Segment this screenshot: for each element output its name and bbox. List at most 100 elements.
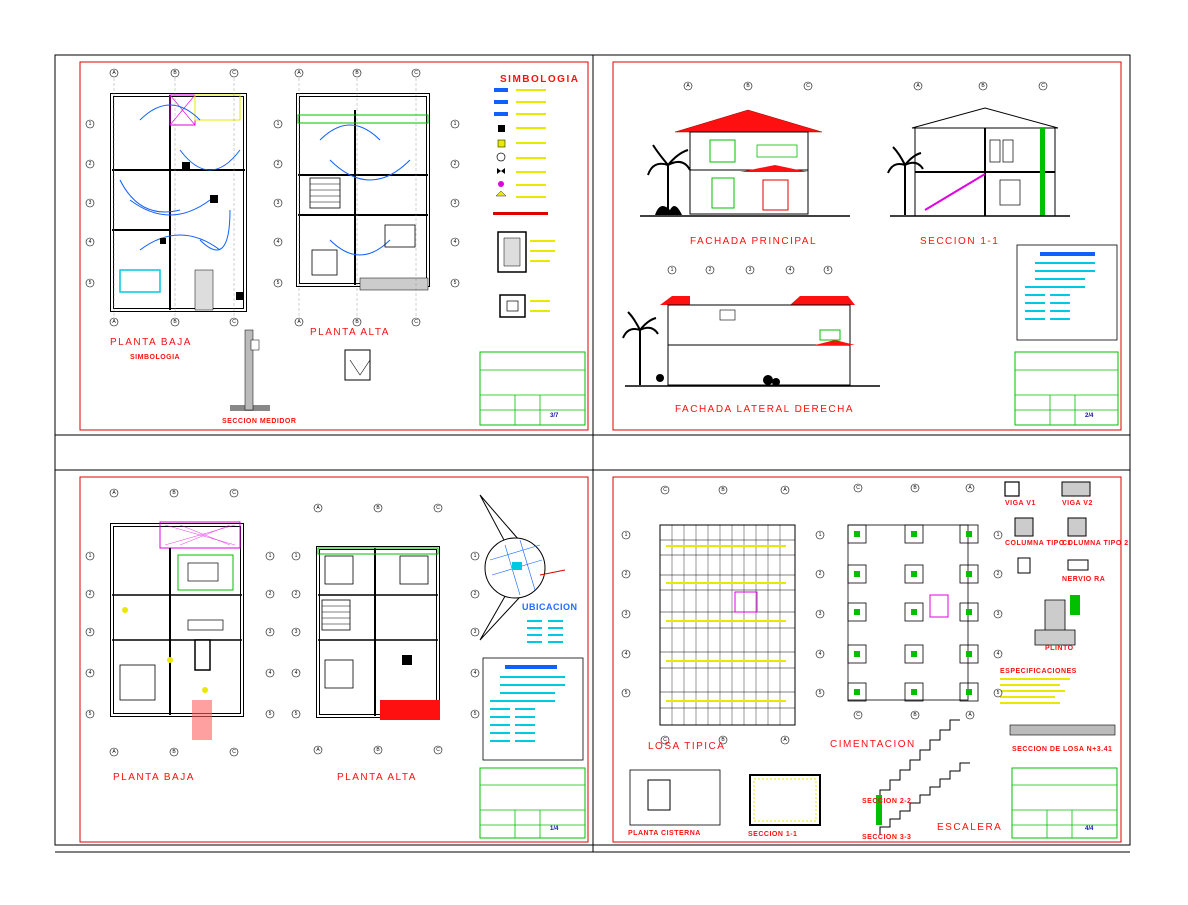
grid-row-label: 4 <box>88 670 92 676</box>
grid-col-label: B <box>913 485 917 491</box>
seccion-1-1-elevation-title: SECCION 1-1 <box>920 236 1000 247</box>
grid-col-label: A <box>783 487 787 493</box>
grid-row-label: 2 <box>88 591 92 597</box>
elevations-panel <box>622 81 1119 426</box>
grid-row-label: 2 <box>453 161 457 167</box>
grid-col-label: B <box>173 70 177 76</box>
seccion-3-3-title: SECCION 3-3 <box>862 834 912 841</box>
planta-baja-title: PLANTA BAJA <box>113 772 195 783</box>
grid-row-label: 4 <box>624 651 628 657</box>
symbology-list <box>494 88 546 198</box>
sheet-number-floorplans: 1/4 <box>550 826 559 832</box>
grid-row-label: 3 <box>88 200 92 206</box>
title-block-floorplans <box>479 767 586 839</box>
grid-col-label: A <box>112 749 116 755</box>
grid-row-label: 1 <box>996 532 1000 538</box>
grid-col-label: B <box>981 83 985 89</box>
grid-col-label: C <box>232 70 236 76</box>
seccion-losa-title: SECCION DE LOSA N+3.41 <box>1012 746 1113 753</box>
grid-col-label: A <box>316 505 320 511</box>
grid-row-label: 1 <box>453 121 457 127</box>
grid-row-label: 4 <box>818 651 822 657</box>
grid-row-label: 3 <box>453 200 457 206</box>
grid-col-label: C <box>436 505 440 511</box>
seccion-medidor-title: SECCION MEDIDOR <box>222 418 297 425</box>
grid-row-label: 5 <box>268 711 272 717</box>
sheet-border-electrical <box>79 61 589 431</box>
grid-col-label: C <box>856 712 860 718</box>
grid-row-label: 5 <box>88 711 92 717</box>
grid-row-label: 3 <box>473 629 477 635</box>
grid-col-label: A <box>112 319 116 325</box>
sheet-number-elevations: 2/4 <box>1085 413 1094 419</box>
grid-row-label: 5 <box>473 711 477 717</box>
grid-row-label: 1 <box>276 121 280 127</box>
grid-col-label: B <box>355 319 359 325</box>
grid-col-label: B <box>746 83 750 89</box>
symbology-title: SIMBOLOGIA <box>500 74 580 85</box>
grid-row-label: 2 <box>818 571 822 577</box>
legend-box-elevations <box>1016 244 1118 341</box>
grid-col-label: 3 <box>748 267 752 273</box>
grid-col-label: A <box>316 747 320 753</box>
grid-row-label: 5 <box>276 280 280 286</box>
grid-col-label: C <box>856 485 860 491</box>
grid-row-label: 2 <box>996 571 1000 577</box>
grid-col-label: A <box>968 485 972 491</box>
grid-row-label: 1 <box>268 553 272 559</box>
grid-row-label: 5 <box>818 690 822 696</box>
grid-row-label: 4 <box>276 239 280 245</box>
plinto-title: PLINTO <box>1045 645 1074 652</box>
grid-col-label: C <box>436 747 440 753</box>
grid-row-label: 3 <box>276 200 280 206</box>
grid-col-label: C <box>414 319 418 325</box>
grid-col-label: B <box>913 712 917 718</box>
grid-row-label: 3 <box>996 611 1000 617</box>
grid-row-label: 3 <box>624 611 628 617</box>
columna-tipo-1-title: COLUMNA TIPO 1 <box>1005 540 1072 547</box>
grid-row-label: 1 <box>818 532 822 538</box>
electrical-panel <box>85 68 586 426</box>
grid-col-label: A <box>297 70 301 76</box>
grid-row-label: 5 <box>453 280 457 286</box>
ubicacion-title: UBICACION <box>522 602 578 612</box>
seccion-2-2-title: SECCION 2-2 <box>862 798 912 805</box>
grid-col-label: B <box>376 747 380 753</box>
grid-row-label: 2 <box>276 161 280 167</box>
grid-col-label: A <box>686 83 690 89</box>
especificaciones-title: ESPECIFICACIONES <box>1000 668 1077 675</box>
nervio-title: NERVIO RA <box>1062 576 1106 583</box>
planta-alta-electrical-title: PLANTA ALTA <box>310 327 390 338</box>
grid-col-label: A <box>968 712 972 718</box>
grid-col-label: B <box>172 490 176 496</box>
grid-row-label: 3 <box>294 629 298 635</box>
grid-row-label: 4 <box>294 670 298 676</box>
grid-row-label: 5 <box>624 690 628 696</box>
symbology-title-lower: SIMBOLOGIA <box>130 354 181 361</box>
grid-col-label: 4 <box>788 267 792 273</box>
grid-col-label: C <box>232 749 236 755</box>
grid-col-label: 1 <box>670 267 674 273</box>
grid-col-label: C <box>232 490 236 496</box>
grid-col-label: C <box>414 70 418 76</box>
grid-row-label: 4 <box>268 670 272 676</box>
title-block-elevations <box>1014 351 1119 426</box>
sheet-number-structural: 4/4 <box>1085 826 1094 832</box>
grid-row-label: 2 <box>268 591 272 597</box>
grid-row-label: 1 <box>88 121 92 127</box>
sheet-border-floorplans <box>79 476 589 843</box>
viga-v2-title: VIGA V2 <box>1062 500 1093 507</box>
grid-row-label: 4 <box>473 670 477 676</box>
grid-row-label: 1 <box>294 553 298 559</box>
grid-col-label: B <box>173 319 177 325</box>
grid-col-label: B <box>172 749 176 755</box>
title-block-structural <box>1011 767 1118 839</box>
losa-tipica-title: LOSA TIPICA <box>648 741 726 752</box>
grid-row-label: 1 <box>473 553 477 559</box>
grid-row-label: 4 <box>453 239 457 245</box>
grid-row-label: 2 <box>473 591 477 597</box>
grid-row-label: 4 <box>996 651 1000 657</box>
grid-col-label: A <box>916 83 920 89</box>
grid-col-label: C <box>1041 83 1045 89</box>
